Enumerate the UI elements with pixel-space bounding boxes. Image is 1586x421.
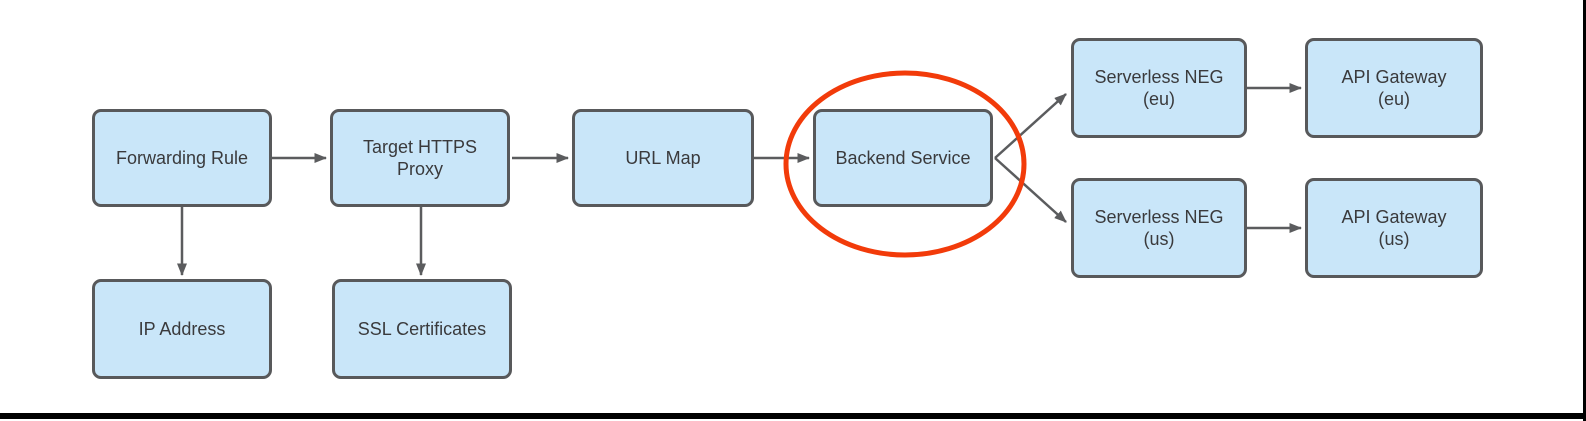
node-api-gateway-eu: API Gateway (eu) — [1305, 38, 1483, 138]
node-url-map: URL Map — [572, 109, 754, 207]
node-target-https-proxy: Target HTTPS Proxy — [330, 109, 510, 207]
node-label: URL Map — [625, 148, 701, 168]
node-ssl-certificates: SSL Certificates — [332, 279, 512, 379]
node-label: Backend Service — [835, 148, 971, 168]
node-api-gateway-us: API Gateway (us) — [1305, 178, 1483, 278]
edge-backend-service-to-serverless-neg-us — [994, 157, 1067, 223]
node-label: Target HTTPS Proxy — [362, 137, 478, 179]
frame-border-right — [1583, 0, 1586, 421]
node-label: IP Address — [138, 319, 226, 339]
node-serverless-neg-us: Serverless NEG (us) — [1071, 178, 1247, 278]
node-backend-service: Backend Service — [813, 109, 993, 207]
node-serverless-neg-eu: Serverless NEG (eu) — [1071, 38, 1247, 138]
node-label: Serverless NEG (us) — [1094, 207, 1224, 249]
node-label: Serverless NEG (eu) — [1094, 67, 1224, 109]
node-ip-address: IP Address — [92, 279, 272, 379]
node-label: API Gateway (eu) — [1341, 67, 1447, 109]
node-label: API Gateway (us) — [1341, 207, 1447, 249]
frame-border-bottom — [0, 413, 1586, 419]
node-forwarding-rule: Forwarding Rule — [92, 109, 272, 207]
node-label: Forwarding Rule — [115, 148, 249, 168]
edge-backend-service-to-serverless-neg-eu — [994, 93, 1067, 159]
node-label: SSL Certificates — [357, 319, 487, 339]
